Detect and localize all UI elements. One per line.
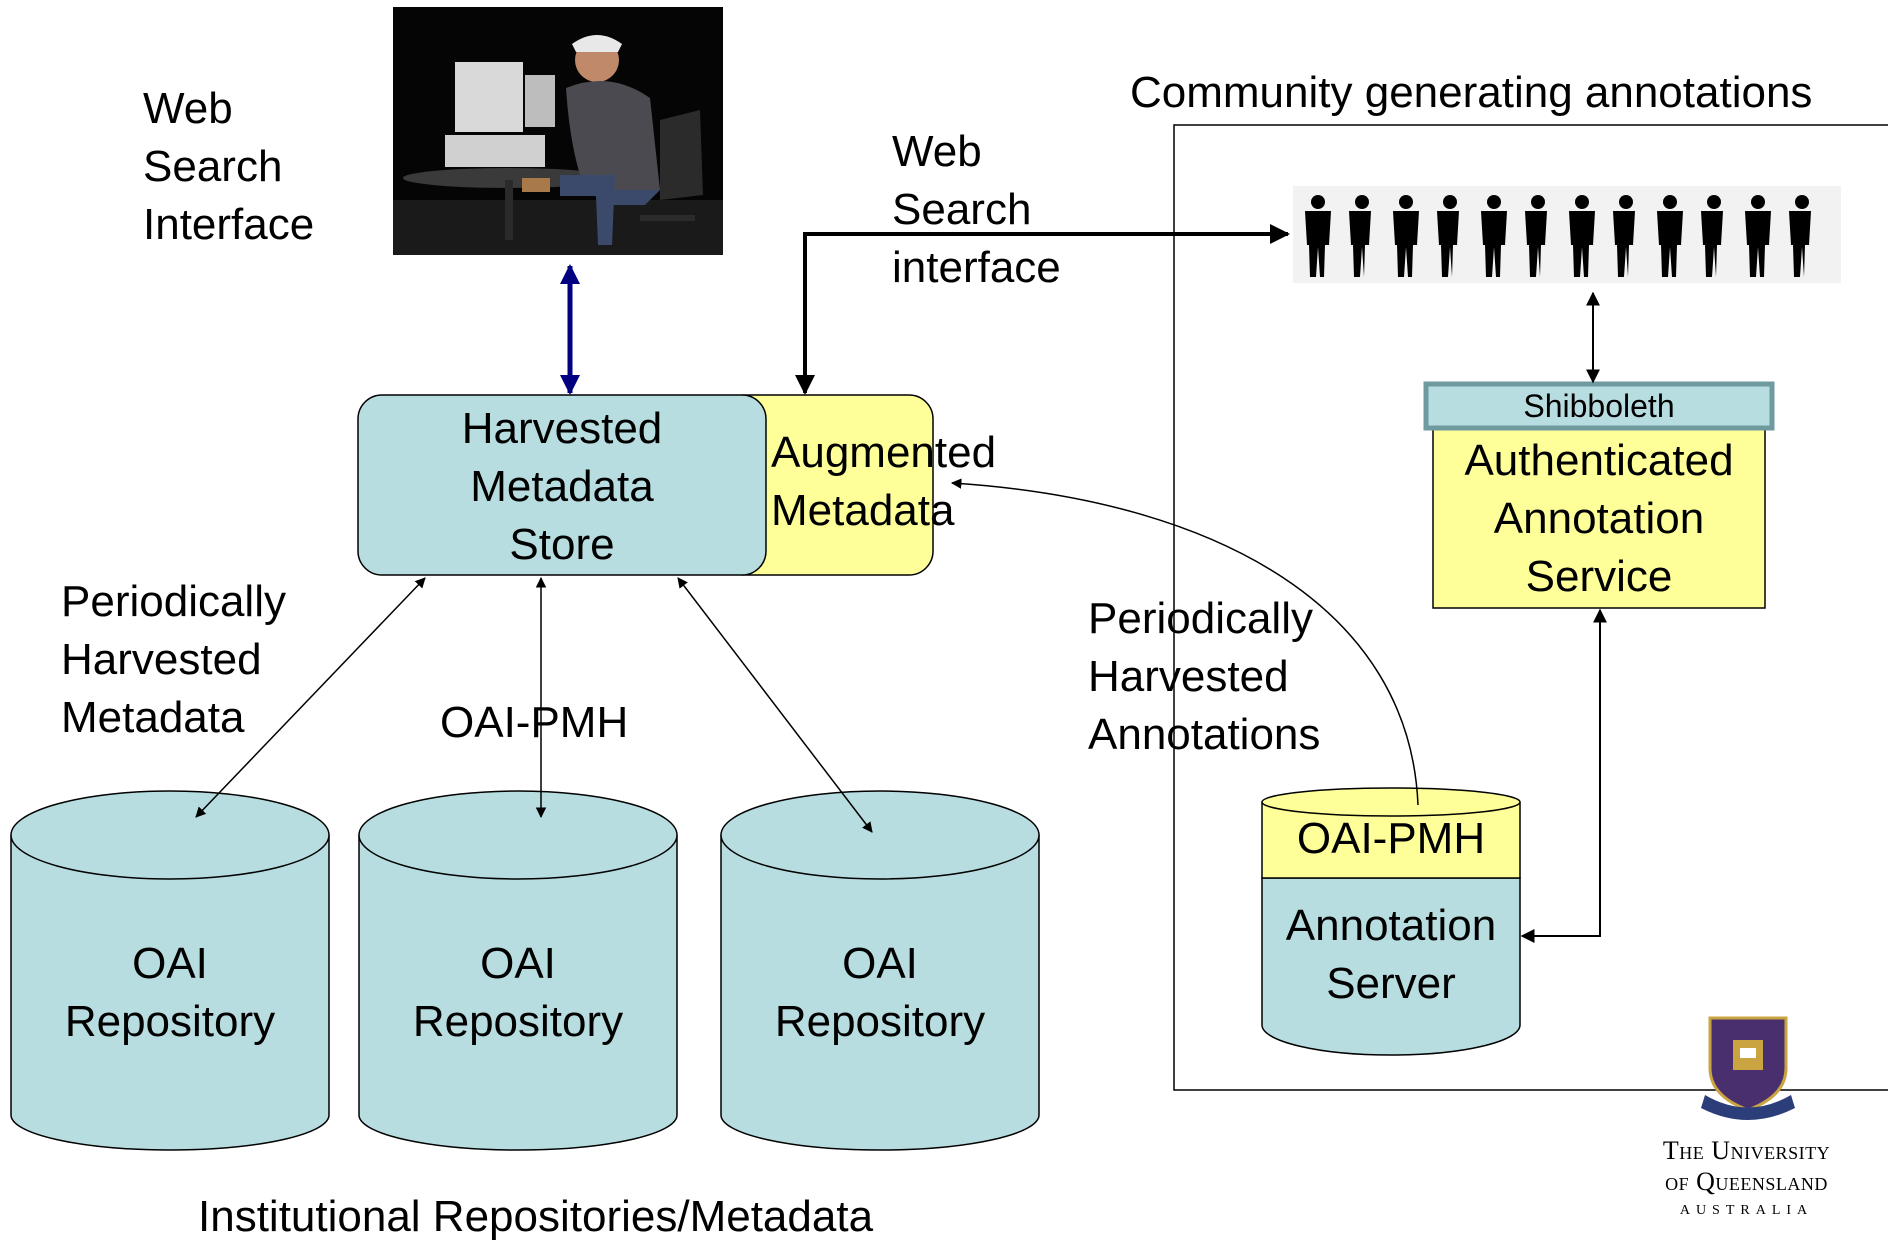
annotation-oai-pmh-label: OAI-PMH xyxy=(1296,814,1486,863)
person-silhouette-icon xyxy=(1437,195,1459,277)
web-search-interface-label-left: Web Search Interface xyxy=(143,84,315,249)
people-group-icon xyxy=(1293,186,1841,283)
shibboleth-label: Shibboleth xyxy=(1523,388,1675,424)
periodically-harvested-annotations-label: Periodically Harvested Annotations xyxy=(1088,594,1321,759)
periodically-harvested-metadata-label: Periodically Harvested Metadata xyxy=(61,577,286,742)
community-title: Community generating annotations xyxy=(1130,68,1813,117)
repo3-store-arrow xyxy=(677,577,873,833)
person-silhouette-icon xyxy=(1745,195,1771,277)
person-silhouette-icon xyxy=(1305,195,1331,277)
auth-annotation-service-box xyxy=(1432,427,1766,609)
person-silhouette-icon xyxy=(1701,195,1723,277)
person-silhouette-icon xyxy=(1789,195,1811,277)
auth-annotation-server-arrow xyxy=(1520,608,1607,943)
harvested-metadata-store-box xyxy=(357,394,767,576)
oai-pmh-center-label: OAI-PMH xyxy=(440,698,629,747)
university-crest-logo xyxy=(1701,1016,1795,1120)
oai-repository-cylinder-2 xyxy=(358,790,678,1151)
shibboleth-box xyxy=(1423,381,1775,431)
person-silhouette-icon xyxy=(1349,195,1371,277)
person-silhouette-icon xyxy=(1525,195,1547,277)
oai-repository-label-2: OAI Repository xyxy=(412,939,624,1046)
web-search-interface-arrow xyxy=(795,224,1290,395)
community-boundary xyxy=(1173,124,1888,1091)
university-name: The University of Queensland xyxy=(1662,1136,1831,1196)
person-silhouette-icon xyxy=(1393,195,1419,277)
harvested-annotations-arrow xyxy=(950,478,1419,806)
person-silhouette-icon xyxy=(1613,195,1635,277)
person-silhouette-icon xyxy=(1657,195,1683,277)
oai-repository-label-1: OAI Repository xyxy=(64,939,276,1046)
auth-service-label: Authenticated Annotation Service xyxy=(1464,436,1734,601)
web-search-interface-label-top: Web Search interface xyxy=(892,127,1061,292)
annotation-server-label: Annotation Server xyxy=(1285,901,1497,1008)
repo1-store-arrow xyxy=(195,577,426,818)
augmented-metadata-label: Augmented Metadata xyxy=(771,428,997,535)
oai-repository-label-3: OAI Repository xyxy=(774,939,986,1046)
harvested-store-label: Harvested Metadata Store xyxy=(461,404,663,569)
university-country: AUSTRALIA xyxy=(1679,1203,1814,1218)
annotation-server-cylinder xyxy=(1261,787,1521,1056)
person-at-computer-photo xyxy=(393,7,723,255)
person-silhouette-icon xyxy=(1569,195,1595,277)
footer-caption: Institutional Repositories/Metadata xyxy=(198,1192,874,1241)
oai-repository-cylinder-1 xyxy=(10,790,330,1151)
person-silhouette-icon xyxy=(1481,195,1507,277)
